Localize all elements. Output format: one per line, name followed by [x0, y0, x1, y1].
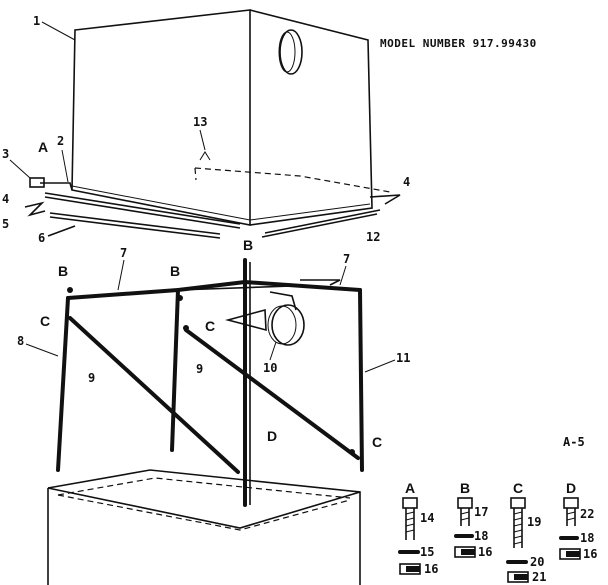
label-4-right: 4: [403, 175, 410, 189]
svg-text:16: 16: [424, 562, 438, 576]
callout-b-center: B: [243, 237, 253, 253]
svg-text:D: D: [566, 480, 576, 496]
svg-text:18: 18: [474, 529, 488, 543]
rail-part-4-right: [369, 194, 401, 205]
label-12: 12: [366, 230, 380, 244]
label-5: 5: [2, 217, 9, 231]
callout-a: A: [38, 139, 48, 155]
label-9-left: 9: [88, 371, 95, 385]
svg-text:14: 14: [420, 511, 434, 525]
svg-text:18: 18: [580, 531, 594, 545]
svg-text:20: 20: [530, 555, 544, 569]
label-6: 6: [38, 231, 45, 245]
svg-text:C: C: [513, 480, 523, 496]
cover-front-face: [71, 9, 251, 226]
leg-part-11-right: [358, 288, 364, 472]
label-7-right: 7: [343, 252, 350, 266]
label-2: 2: [57, 134, 64, 148]
bolt-head-icon: [402, 497, 418, 509]
label-3: 3: [2, 147, 9, 161]
label-7-left: 7: [120, 246, 127, 260]
hardware-kit-c: C 19 20 21: [506, 480, 546, 584]
callout-c-left: C: [40, 313, 50, 329]
label-4-left: 4: [2, 192, 9, 206]
top-rail-part-7-left: [66, 280, 247, 300]
svg-text:21: 21: [532, 570, 546, 584]
part-labels: 1 2 3 4 4 5 6 7 7 8 9 9 10 11 12 13: [2, 14, 410, 385]
callout-c-right: C: [372, 434, 382, 450]
leg-middle-left: [170, 288, 180, 452]
brace-part-9-right: [184, 328, 360, 460]
svg-text:22: 22: [580, 507, 594, 521]
svg-text:A: A: [405, 480, 415, 496]
model-number-text: MODEL NUMBER 917.99430: [380, 37, 537, 50]
hardware-kit-a: A 14 15 16: [398, 480, 438, 576]
label-11: 11: [396, 351, 410, 365]
rail-part-12: [264, 209, 381, 234]
label-9-right: 9: [196, 362, 203, 376]
corner-clip-part-3: [29, 177, 45, 188]
callout-b-left: B: [58, 263, 68, 279]
cover-rails: [24, 151, 401, 239]
svg-text:16: 16: [583, 547, 597, 561]
callout-d: D: [267, 428, 277, 444]
svg-text:B: B: [460, 480, 470, 496]
bolt-head-icon: [510, 497, 526, 509]
cover-part-1: [71, 9, 391, 226]
rail-part-5: [49, 212, 221, 235]
svg-text:15: 15: [420, 545, 434, 559]
callout-c-middle: C: [205, 318, 215, 334]
callout-b-middle: B: [170, 263, 180, 279]
figure-reference: A-5: [563, 435, 585, 449]
label-8: 8: [17, 334, 24, 348]
label-10: 10: [263, 361, 277, 375]
hardware-kit-b: B 17 18 16: [454, 480, 492, 559]
pin-part-6: [47, 225, 76, 237]
label-1: 1: [33, 14, 40, 28]
svg-text:19: 19: [527, 515, 541, 529]
spring-part-5: [24, 201, 46, 217]
svg-text:17: 17: [474, 505, 488, 519]
bolt-head-icon: [563, 497, 579, 509]
hardware-kit-d: D 22 18 16: [559, 480, 597, 561]
brace-part-9-left: [68, 316, 240, 474]
cover-vent-opening: [279, 29, 303, 75]
svg-text:16: 16: [478, 545, 492, 559]
fan-part-10: [271, 304, 305, 346]
grommet-part-13: [199, 151, 211, 161]
label-13: 13: [193, 115, 207, 129]
base-tray: [47, 469, 361, 585]
leg-part-8-left: [56, 296, 70, 472]
rail-part-4-left: [44, 192, 241, 225]
bolt-head-icon: [457, 497, 473, 509]
frame-assembly: [56, 258, 364, 507]
cover-right-face: [249, 9, 373, 226]
letter-callouts: A B B B C C C D: [38, 139, 382, 450]
